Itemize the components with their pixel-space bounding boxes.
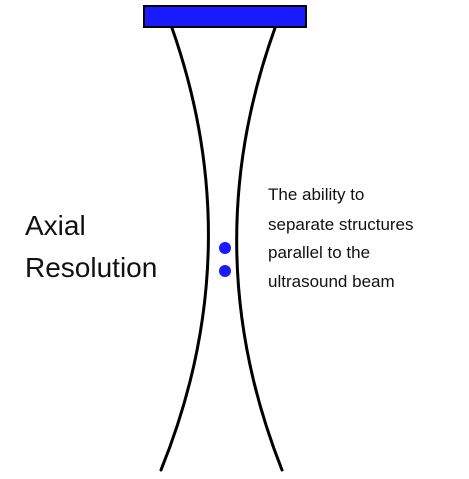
description-line-2: separate structures (268, 215, 414, 234)
transducer (143, 5, 307, 28)
structure-dot-lower (219, 265, 231, 277)
title: Axial Resolution (25, 210, 157, 283)
title-line-1: Axial (25, 210, 86, 241)
title-line-2: Resolution (25, 252, 157, 283)
structure-dot-upper (219, 242, 231, 254)
description: The ability to separate structures paral… (268, 185, 418, 291)
description-line-1: The ability to (268, 185, 364, 204)
description-line-3: parallel to the (268, 243, 370, 262)
beam-right-edge (235, 26, 284, 472)
beam-left-edge (159, 26, 210, 472)
description-line-4: ultrasound beam (268, 272, 395, 291)
